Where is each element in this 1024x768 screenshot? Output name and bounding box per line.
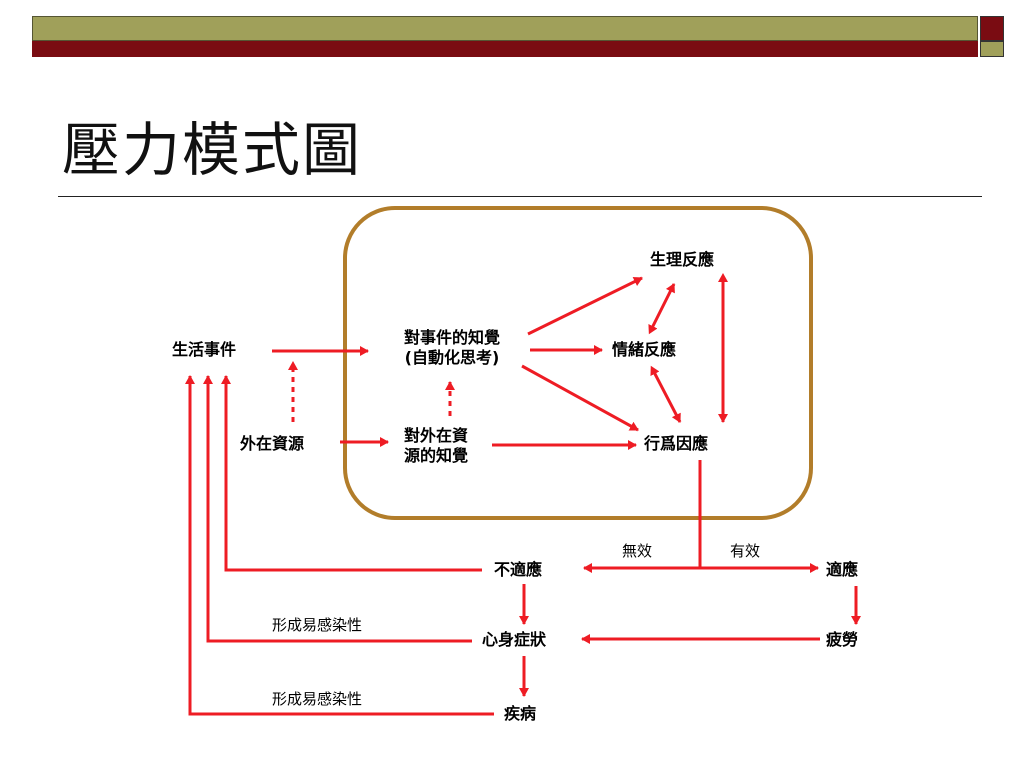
cognition-box [343, 206, 813, 520]
node-resource-perception: 對外在資 源的知覺 [404, 426, 468, 466]
label-susceptibility-1: 形成易感染性 [272, 616, 363, 634]
feedback-maladaptive [221, 375, 482, 572]
header-bar-red [32, 41, 978, 57]
header-square-red [980, 16, 1004, 41]
node-symptoms: 心身症狀 [482, 630, 547, 649]
node-event-perception-line1: 對事件的知覺 [403, 328, 500, 347]
slide-title: 壓力模式圖 [62, 116, 363, 184]
node-adaptive: 適應 [826, 560, 859, 579]
header-square-olive [980, 41, 1004, 57]
arrow-perception-to-behavioral [521, 364, 639, 432]
node-physiological: 生理反應 [650, 250, 715, 269]
label-effective: 有效 [730, 542, 761, 560]
title-rule [58, 196, 982, 197]
node-maladaptive: 不適應 [494, 560, 543, 579]
label-ineffective: 無效 [622, 542, 653, 560]
feedback-symptoms [203, 375, 472, 643]
node-disease: 疾病 [504, 704, 537, 723]
stress-model-diagram: 生活事件 對事件的知覺 (自動化思考) 外在資源 對外在資 源的知覺 生理反應 … [160, 204, 900, 744]
arrow-emotional-physiological [648, 283, 676, 335]
node-event-perception-line2: (自動化思考) [404, 348, 500, 367]
feedback-disease [185, 375, 494, 716]
arrow-perception-to-physiological [527, 276, 643, 336]
node-external-resources: 外在資源 [240, 434, 305, 453]
node-behavioral: 行爲因應 [644, 434, 709, 453]
diagram-canvas [185, 206, 861, 716]
node-emotional: 情緒反應 [612, 340, 677, 359]
label-susceptibility-2: 形成易感染性 [272, 690, 363, 708]
node-resource-perception-line2: 源的知覺 [404, 446, 469, 465]
node-fatigue: 疲勞 [826, 630, 859, 649]
arrow-emotional-behavioral [650, 365, 682, 423]
header-bar-olive [32, 16, 978, 41]
node-life-events: 生活事件 [172, 340, 237, 359]
node-event-perception: 對事件的知覺 (自動化思考) [374, 328, 530, 368]
node-resource-perception-line1: 對外在資 [404, 426, 469, 445]
